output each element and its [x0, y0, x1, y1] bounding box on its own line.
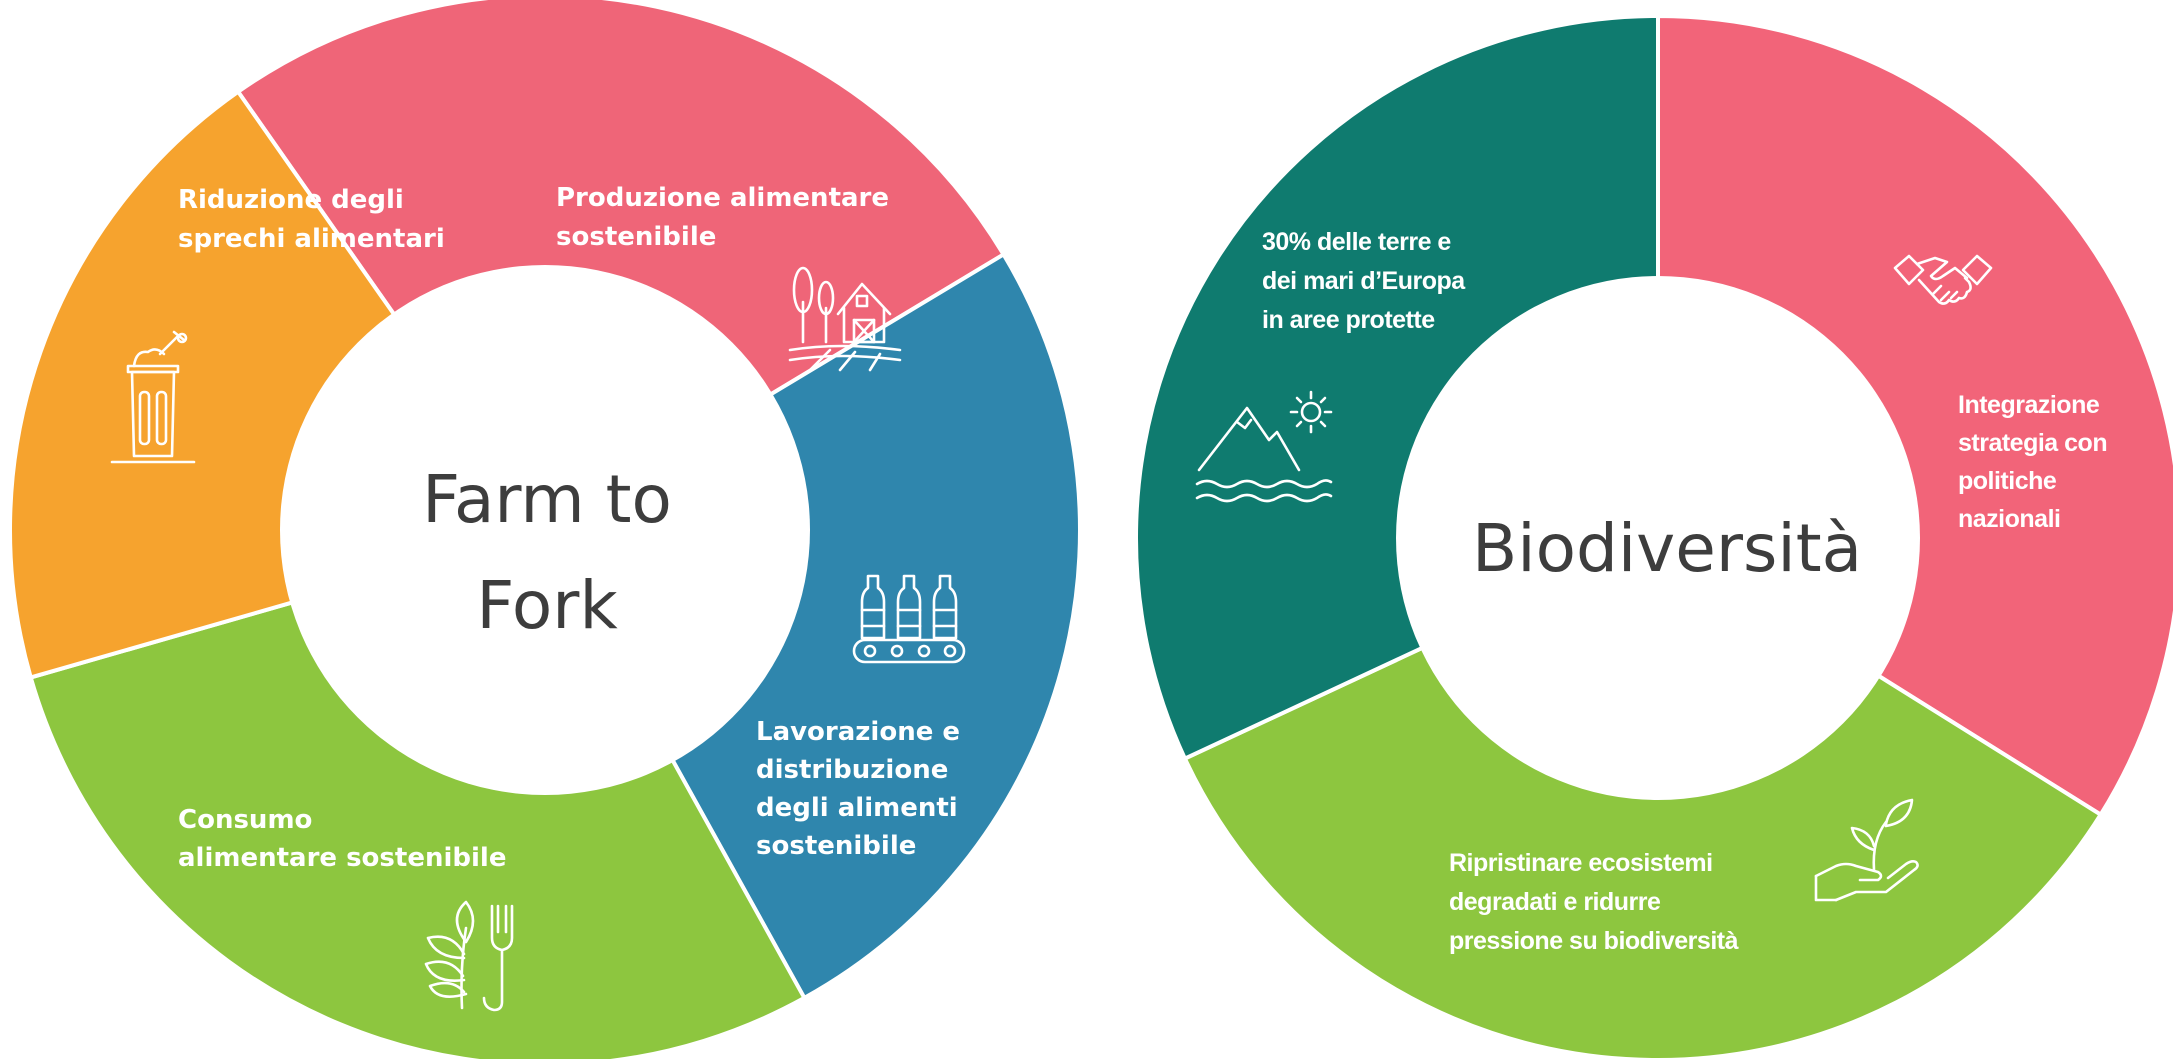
segment-label-line: Consumo	[178, 805, 312, 835]
segment-riduzione-sprechi: Riduzione degli sprechi alimentari	[110, 185, 445, 464]
segment-label-line: sostenibile	[556, 222, 716, 252]
handshake-icon	[1893, 254, 1993, 305]
segment-label-line: Riduzione degli	[178, 185, 404, 215]
farm-to-fork-diagram: Farm to Fork Produzione alimentare soste…	[8, 0, 1082, 1059]
farm-to-fork-title-line-2: Fork	[476, 567, 618, 644]
segment-integrazione-strategia: Integrazione strategia con politiche naz…	[1893, 254, 2108, 533]
biodiversita-diagram: Biodiversità Integrazione strategia con …	[1134, 13, 2173, 1059]
farm-to-fork-title-line-1: Farm to	[422, 461, 672, 538]
segment-ripristinare-ecosistemi: Ripristinare ecosistemi degradati e ridu…	[1449, 798, 1919, 955]
segment-consumo-alimentare: Consumo alimentare sostenibile	[178, 805, 514, 1012]
mountain-sun-sea-icon	[1195, 390, 1333, 503]
segment-label-line: sostenibile	[756, 831, 916, 861]
segment-aree-protette: 30% delle terre e dei mari d’Europa in a…	[1195, 228, 1467, 503]
segment-label-line: Integrazione	[1958, 391, 2100, 419]
biodiversita-title: Biodiversità	[1472, 510, 1862, 587]
bottles-conveyor-icon	[852, 574, 966, 664]
segment-label-line: sprechi alimentari	[178, 224, 445, 254]
waste-bin-icon	[110, 330, 196, 464]
segment-label-line: degradati e ridurre	[1449, 888, 1661, 916]
segment-label-line: politiche	[1958, 467, 2057, 495]
segment-label-line: degli alimenti	[756, 793, 958, 823]
segment-label-line: 30% delle terre e	[1262, 228, 1451, 256]
segment-label-line: alimentare sostenibile	[178, 843, 506, 873]
segment-label-line: Ripristinare ecosistemi	[1449, 849, 1713, 877]
hand-sprout-icon	[1814, 798, 1919, 902]
segment-label-line: strategia con	[1958, 429, 2107, 457]
farm-to-fork-center	[280, 265, 810, 795]
biodiversita-center	[1396, 276, 1920, 800]
segment-produzione-alimentare: Produzione alimentare sostenibile	[556, 183, 902, 372]
farm-barn-icon	[788, 266, 902, 372]
segment-label-line: Produzione alimentare	[556, 183, 889, 213]
segment-label-line: Lavorazione e	[756, 717, 960, 747]
segment-label-line: in aree protette	[1262, 306, 1435, 334]
segment-label-line: dei mari d’Europa	[1262, 267, 1466, 295]
segment-label-line: pressione su biodiversità	[1449, 927, 1739, 955]
segment-lavorazione-distribuzione: Lavorazione e distribuzione degli alimen…	[756, 574, 966, 861]
biodiversita-ring	[1134, 13, 2173, 1059]
segment-label-line: nazionali	[1958, 505, 2060, 533]
segment-label-line: distribuzione	[756, 755, 948, 785]
leaves-fork-icon	[424, 900, 514, 1012]
